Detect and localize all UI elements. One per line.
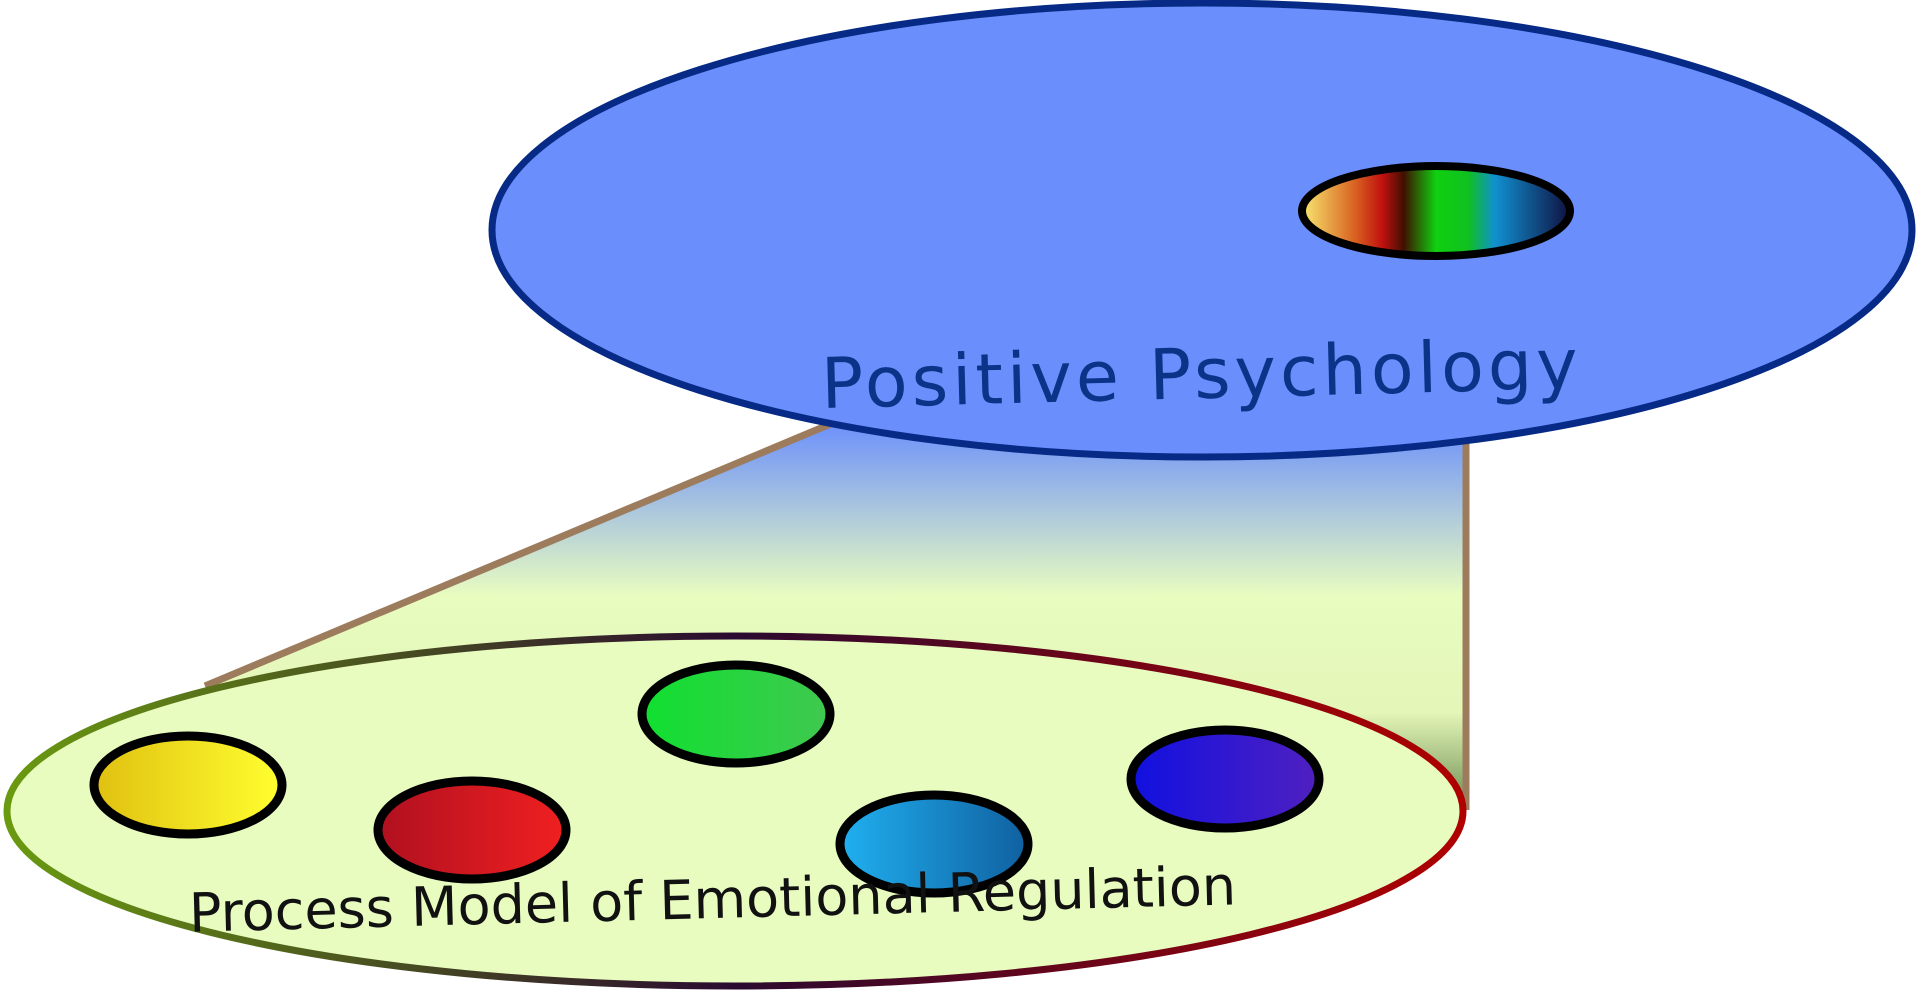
blue-oval [1126, 725, 1324, 833]
connector-line-left [203, 416, 842, 690]
emotion-spectrum-oval [1298, 162, 1574, 260]
green-oval [637, 660, 835, 768]
positive-psychology-label: Positive Psychology [820, 323, 1583, 425]
red-oval [373, 776, 571, 884]
yellow-oval [89, 731, 287, 839]
light-blue-oval [835, 790, 1033, 898]
process-model-ellipse [3, 632, 1467, 990]
positive-psychology-ellipse [488, 0, 1916, 461]
